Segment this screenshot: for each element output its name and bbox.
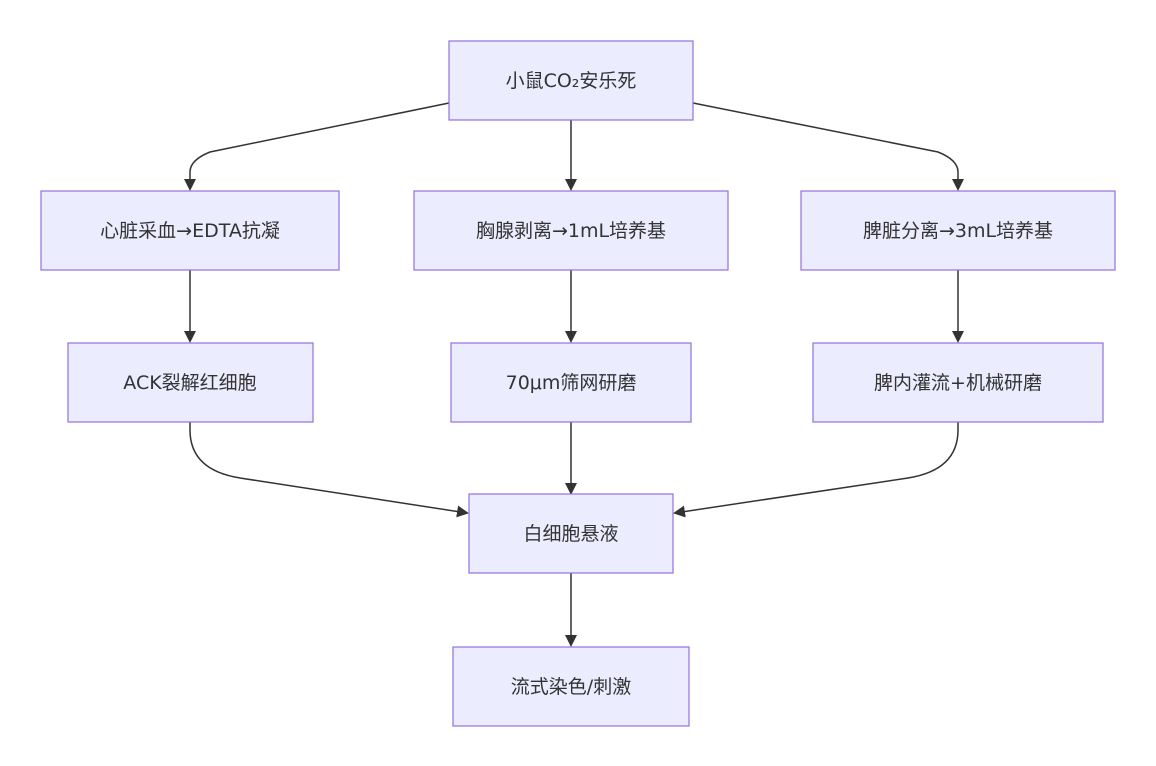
node-thymus: 胸腺剥离→1mL培养基 [413,190,729,271]
node-spleen: 脾脏分离→3mL培养基 [800,190,1116,271]
node-flow-stim-label: 流式染色/刺激 [511,676,631,698]
node-perfuse-grind-label: 脾内灌流+机械研磨 [874,372,1042,394]
node-wbc-suspension: 白细胞悬液 [468,493,674,574]
node-thymus-label: 胸腺剥离→1mL培养基 [476,220,666,242]
node-perfuse-grind: 脾内灌流+机械研磨 [812,342,1104,423]
node-spleen-label: 脾脏分离→3mL培养基 [863,220,1053,242]
node-ack-lysis-label: ACK裂解红细胞 [123,372,256,394]
node-sieve-grind: 70μm筛网研磨 [450,342,692,423]
node-euthanasia: 小鼠CO₂安乐死 [448,40,694,121]
node-ack-lysis: ACK裂解红细胞 [67,342,314,423]
node-flow-stim: 流式染色/刺激 [452,646,690,727]
edge-perfuse-to-wbc [673,422,959,518]
edges [184,102,964,647]
node-sieve-grind-label: 70μm筛网研磨 [506,372,637,394]
edge-ack-to-wbc [189,422,469,518]
edge-euthanasia-to-heart-blood [184,102,450,191]
edge-euthanasia-to-spleen [692,102,964,191]
node-euthanasia-label: 小鼠CO₂安乐死 [506,70,637,92]
node-heart-blood-label: 心脏采血→EDTA抗凝 [100,220,280,242]
node-wbc-suspension-label: 白细胞悬液 [523,523,618,545]
node-heart-blood: 心脏采血→EDTA抗凝 [40,190,340,271]
